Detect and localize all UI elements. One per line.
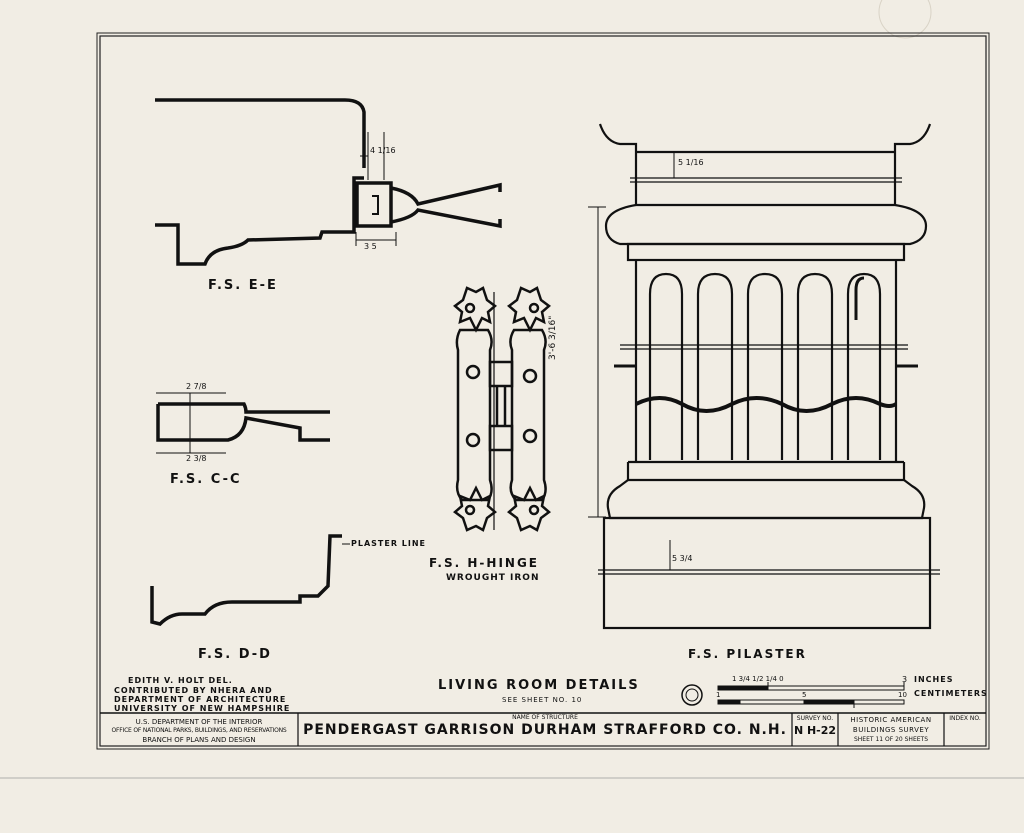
- cc-top-dimension: 2 7/8: [186, 382, 207, 391]
- survey-caption: SURVEY NO.: [796, 715, 834, 722]
- paper-stain: [878, 0, 932, 39]
- scale-inch-unit: INCHES: [914, 675, 954, 684]
- cc-bottom-dimension: 2 3/8: [186, 454, 207, 463]
- scale-cm-end: 10: [898, 691, 907, 699]
- credit-department: DEPARTMENT OF ARCHITECTURE: [114, 695, 287, 704]
- pilaster-base-dimension: 5 3/4: [672, 554, 693, 563]
- scale-inch-ticks: 1 3/4 1/2 1/4 0: [732, 675, 784, 683]
- section-cc-dimension-lines: [156, 392, 226, 454]
- section-ee-drawing: [155, 98, 502, 266]
- hinge-label: F.S. H-HINGE: [429, 556, 539, 570]
- ee-depth-dimension: 4 1/16: [370, 146, 396, 155]
- pilaster-drawing: [598, 123, 940, 630]
- pilaster-top-dimension: 5 1/16: [678, 158, 704, 167]
- scale-cm-start: 1: [716, 691, 721, 699]
- pilaster-height-dimension: 3'-6 3/16": [548, 315, 558, 360]
- sheet-reference: SEE SHEET NO. 10: [502, 696, 583, 704]
- plaster-line-label: PLASTER LINE: [351, 539, 427, 548]
- agency-office: OFFICE OF NATIONAL PARKS, BUILDINGS, AND…: [111, 727, 287, 734]
- habs-line2: BUILDINGS SURVEY: [852, 726, 930, 734]
- pilaster-label: F.S. PILASTER: [688, 647, 807, 661]
- structure-name: PENDERGAST GARRISON DURHAM STRAFFORD CO.…: [303, 722, 787, 738]
- section-cc-label: F.S. C-C: [170, 472, 242, 487]
- section-ee-dimension-lines: [355, 132, 397, 246]
- pilaster-dimension-lines: [588, 152, 675, 570]
- index-caption: INDEX NO.: [949, 715, 981, 722]
- hinge-drawing: [453, 286, 551, 532]
- outer-border: [96, 32, 990, 750]
- section-ee-label: F.S. E-E: [208, 278, 278, 293]
- section-dd-drawing: [150, 534, 342, 626]
- sheet-number: SHEET 11 OF 20 SHEETS: [853, 736, 928, 743]
- section-dd-label: F.S. D-D: [198, 647, 272, 662]
- scale-cm-unit: CENTIMETERS: [914, 689, 988, 698]
- survey-number: N H-22: [793, 724, 837, 737]
- credit-contributor: CONTRIBUTED BY NHERA AND: [114, 686, 273, 695]
- credit-university: UNIVERSITY OF NEW HAMPSHIRE: [114, 704, 291, 713]
- structure-caption: NAME OF STRUCTURE: [512, 714, 578, 721]
- credit-delineator: EDITH V. HOLT DEL.: [128, 676, 233, 685]
- habs-seal-icon: [681, 684, 703, 706]
- graphic-scale-bars: [717, 682, 905, 708]
- habs-line1: HISTORIC AMERICAN: [850, 716, 932, 724]
- title-block-lines: [100, 712, 986, 746]
- agency-department: U.S. DEPARTMENT OF THE INTERIOR: [135, 718, 263, 726]
- scale-cm-mid: 5: [802, 691, 807, 699]
- scale-inch-end: 3: [902, 675, 908, 684]
- inner-border: [99, 35, 987, 747]
- hinge-material-label: WROUGHT IRON: [446, 573, 540, 583]
- ee-width-dimension: 3 5: [364, 242, 377, 251]
- agency-branch: BRANCH OF PLANS AND DESIGN: [142, 736, 256, 744]
- sheet-title: LIVING ROOM DETAILS: [438, 678, 640, 693]
- section-cc-drawing: [156, 402, 330, 442]
